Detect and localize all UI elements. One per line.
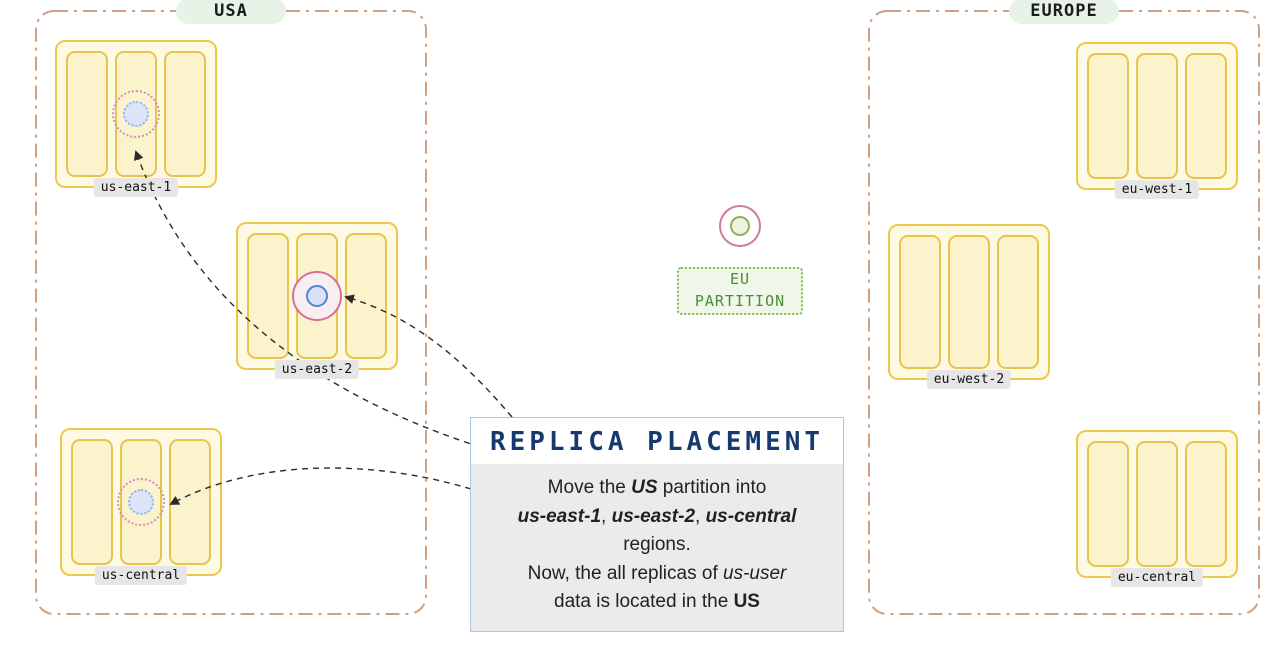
datacenter-label-eu-west-2: eu-west-2 [926,370,1012,389]
server-rack-bar [1185,53,1227,179]
replica-placement-body: Move the US partition into us-east-1, us… [471,464,843,631]
server-rack-bar [899,235,941,369]
server-rack-bar [1087,441,1129,567]
replica-core-icon [306,285,328,307]
datacenter-us-east-2: us-east-2 [236,222,398,379]
datacenter-eu-central: eu-central [1076,430,1238,587]
replica-marker-us-central [117,478,165,526]
server-rack-bar [71,439,113,565]
replica-placement-card: REPLICA PLACEMENT Move the US partition … [470,417,844,632]
replica-marker-us-east-2 [292,271,342,321]
server-rack-bar [247,233,289,359]
server-rack-bar [345,233,387,359]
europe-zone: EUROPE eu-west-1 eu-west-2 eu-central [868,0,1260,615]
server-rack-bar [948,235,990,369]
datacenter-eu-west-2: eu-west-2 [888,224,1050,389]
datacenter-label-us-central: us-central [94,566,188,585]
eu-partition-core-icon [730,216,750,236]
europe-zone-label: EUROPE [1009,0,1119,24]
server-rack-bar [66,51,108,177]
datacenter-label-eu-central: eu-central [1110,568,1204,587]
datacenter-eu-west-1: eu-west-1 [1076,42,1238,199]
datacenter-us-east-1: us-east-1 [55,40,217,197]
datacenter-label-us-east-2: us-east-2 [274,360,360,379]
server-rack-bar [1136,53,1178,179]
datacenter-label-eu-west-1: eu-west-1 [1114,180,1200,199]
datacenter-us-central: us-central [60,428,222,585]
eu-partition-marker [719,205,761,247]
server-rack-bar [1185,441,1227,567]
server-rack-bar [997,235,1039,369]
server-rack-bar [1136,441,1178,567]
replica-placement-title: REPLICA PLACEMENT [471,418,843,464]
server-rack-bar [164,51,206,177]
server-rack-bar [1087,53,1129,179]
server-rack-bar [169,439,211,565]
usa-zone-label: USA [176,0,286,24]
replica-core-icon [123,101,149,127]
usa-zone: USA us-east-1 us-east-2 us-central [35,0,427,615]
replica-marker-us-east-1 [112,90,160,138]
replica-core-icon [128,489,154,515]
datacenter-label-us-east-1: us-east-1 [93,178,179,197]
eu-partition-label: EU PARTITION [677,267,803,315]
